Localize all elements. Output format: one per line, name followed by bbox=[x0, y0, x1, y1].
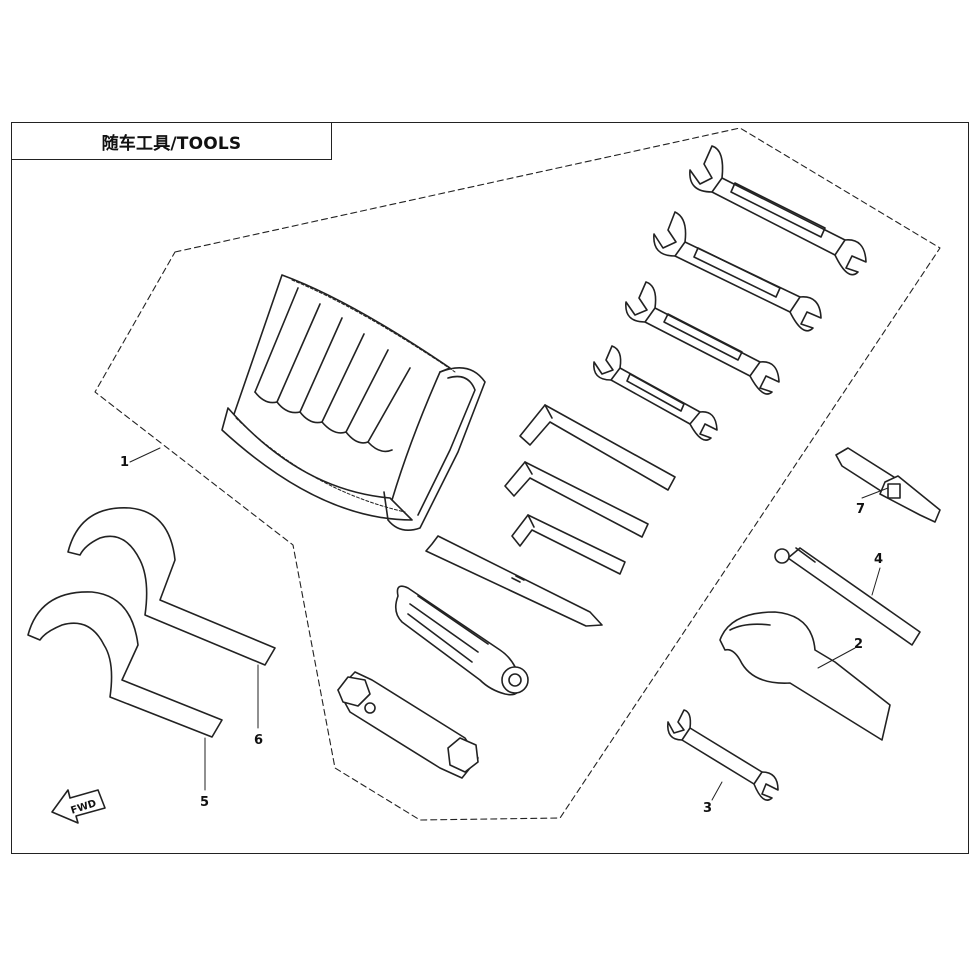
hex-key-large bbox=[519, 404, 676, 491]
screwdriver-handle bbox=[394, 585, 529, 696]
callout-3: 3 bbox=[703, 801, 712, 816]
diagram-title: 随车工具/TOOLS bbox=[11, 122, 332, 160]
spark-plug-tool bbox=[835, 447, 941, 523]
hex-key-small bbox=[511, 514, 626, 575]
double-open-wrench-4 bbox=[593, 345, 718, 441]
double-open-wrench-1 bbox=[689, 145, 867, 276]
hook-spanner-5 bbox=[27, 591, 223, 738]
tool-kit-group-outline bbox=[94, 127, 941, 821]
callout-5: 5 bbox=[200, 795, 209, 810]
fwd-arrow-icon bbox=[51, 789, 106, 824]
double-open-wrench-2 bbox=[653, 211, 822, 332]
tool-roll-bag bbox=[221, 274, 486, 531]
double-open-wrench-3 bbox=[625, 281, 780, 395]
double-open-wrench-small bbox=[666, 709, 779, 801]
callout-4: 4 bbox=[874, 552, 883, 567]
box-socket-spanner bbox=[337, 671, 479, 779]
hook-spanner-6 bbox=[67, 507, 276, 666]
callout-1: 1 bbox=[120, 455, 129, 470]
hex-key-medium bbox=[504, 461, 649, 538]
diagram-frame bbox=[11, 122, 969, 854]
screwdriver-shaft bbox=[425, 535, 603, 627]
callout-7: 7 bbox=[856, 502, 865, 517]
leader-lines bbox=[129, 447, 889, 801]
hook-spanner-2 bbox=[719, 611, 891, 741]
callout-6: 6 bbox=[254, 733, 263, 748]
callout-2: 2 bbox=[854, 637, 863, 652]
tire-pressure-gauge bbox=[774, 547, 921, 646]
